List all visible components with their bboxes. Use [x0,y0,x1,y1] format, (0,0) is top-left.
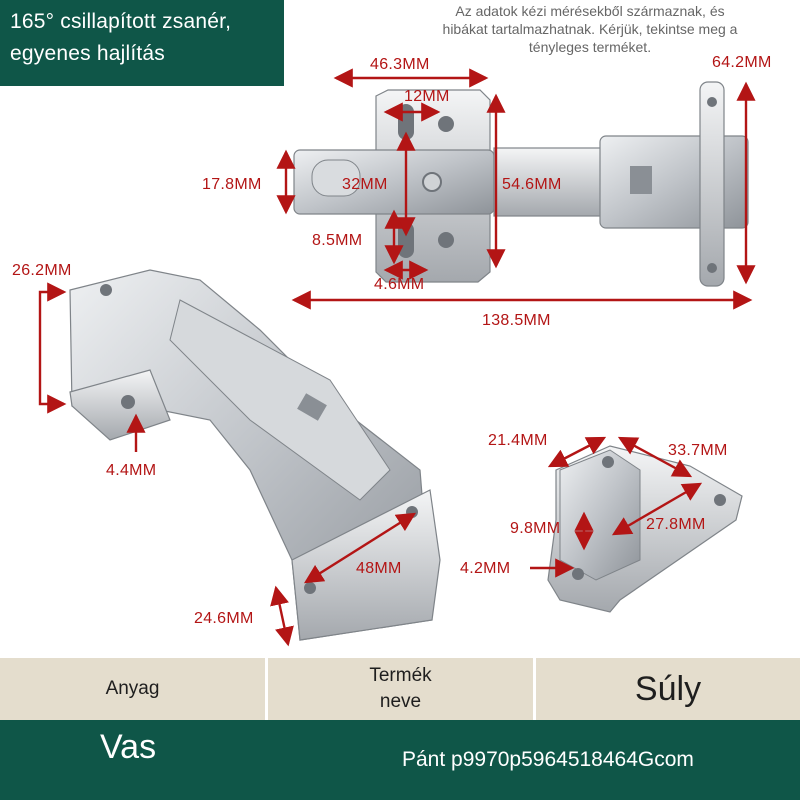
dimension-label: 4.2MM [460,560,511,577]
dimension-label: 48MM [356,560,402,577]
dimension-label: 17.8MM [202,176,262,193]
disclaimer-line-1: Az adatok kézi mérésekből származnak, és [455,3,725,19]
measurement-disclaimer: Az adatok kézi mérésekből származnak, és… [380,2,800,56]
dimension-label: 54.6MM [502,176,562,193]
mounting-plate [547,445,743,613]
dimension-label: 4.6MM [374,276,425,293]
title-banner: 165° csillapított zsanér, egyenes hajlít… [0,0,284,86]
header-material: Anyag [105,678,160,699]
dimension-label: 12MM [404,88,450,105]
dimension-label: 26.2MM [12,262,72,279]
title-line-1: 165° csillapított zsanér, [10,10,232,33]
column-divider [533,658,536,720]
dimension-label: 33.7MM [668,442,728,459]
title-line-2: egyenes hajlítás [10,42,165,65]
value-material: Vas [100,728,157,766]
dimension-label: 8.5MM [312,232,363,249]
header-weight: Súly [634,669,702,708]
dimension-label: 27.8MM [646,516,706,533]
dimension-label: 138.5MM [482,312,551,329]
disclaimer-line-2: hibákat tartalmazhatnak. Kérjük, tekints… [442,21,738,37]
disclaimer-line-3: tényleges terméket. [528,39,652,55]
dimension-label: 4.4MM [106,462,157,479]
spec-table: Anyag Termék neve Súly Vas Pánt p9970p59… [0,658,800,800]
dimension-label: 9.8MM [510,520,561,537]
side-view-hinge [69,269,441,641]
dimension-label: 32MM [342,176,388,193]
dimension-label: 64.2MM [712,54,772,71]
table-header-row: Anyag Termék neve Súly [0,658,800,720]
dimension-label: 21.4MM [488,432,548,449]
dimension-label: 46.3MM [370,56,430,73]
dimension-lines [38,68,756,647]
dimension-label: 24.6MM [194,610,254,627]
table-value-row: Vas Pánt p9970p5964518464Gcom [0,720,800,800]
column-divider [265,658,268,720]
header-product-name: Termék neve [369,665,432,712]
value-product-name: Pánt p9970p5964518464Gcom [402,748,694,771]
